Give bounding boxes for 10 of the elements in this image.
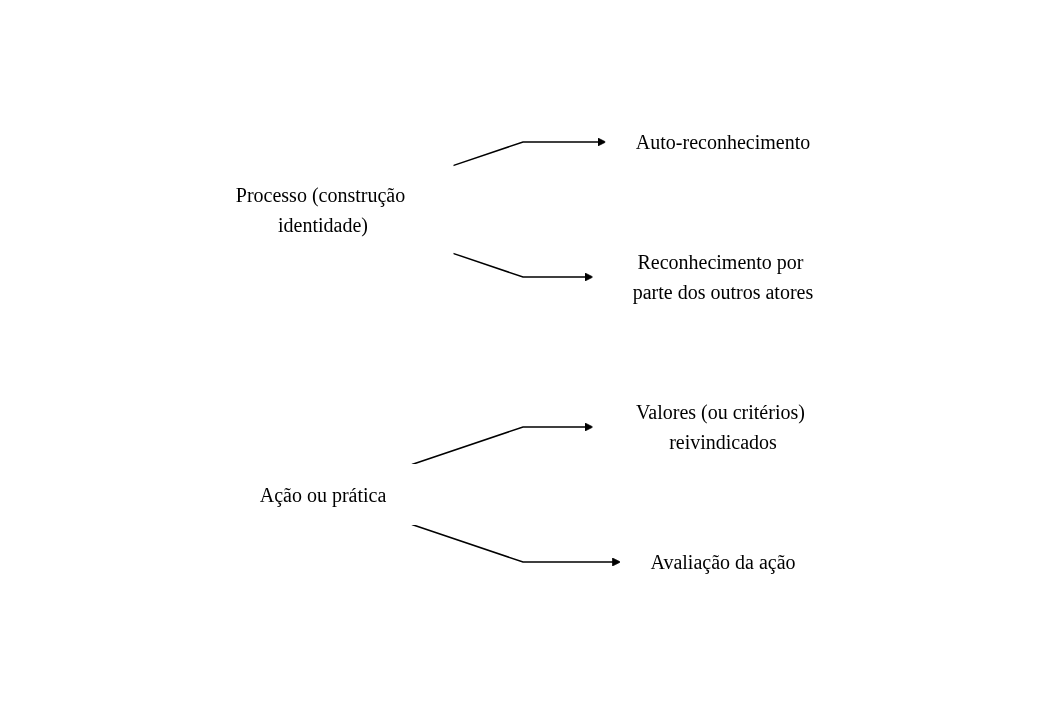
arrow xyxy=(452,137,607,167)
arrow xyxy=(411,523,621,567)
node-text: Valores (ou critérios) reivindicados xyxy=(636,401,805,453)
node-text: Avaliação da ação xyxy=(650,551,796,573)
node-text: Auto-reconhecimento xyxy=(635,131,811,153)
node-text: Reconhecimento por parte dos outros atores xyxy=(632,251,814,303)
node-text: Ação ou prática xyxy=(259,483,387,506)
node-text: Processo (construção identidade) xyxy=(235,183,406,236)
arrow xyxy=(452,252,594,282)
arrow xyxy=(411,422,594,466)
